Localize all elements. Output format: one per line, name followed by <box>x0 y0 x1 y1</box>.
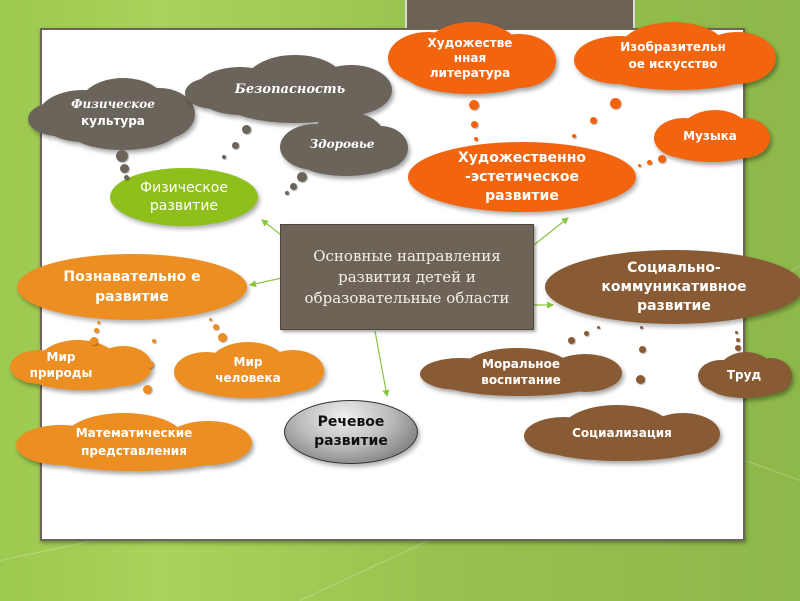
thought-bubble-dot <box>735 331 738 334</box>
thought-bubble-dot <box>242 125 251 134</box>
cloud-shape <box>568 22 778 90</box>
thought-bubble-dot <box>469 100 479 110</box>
cloud-nature-world: Мир природы <box>8 340 154 390</box>
center-topic-box: Основные направления развития детей и об… <box>280 224 534 330</box>
cloud-human-world: Мир человека <box>172 342 324 398</box>
thought-bubble-dot <box>736 338 740 342</box>
cloud-label: Безопасность <box>234 81 346 97</box>
background-line <box>744 460 800 489</box>
thought-bubble-dot <box>222 155 226 159</box>
thought-bubble-dot <box>638 164 641 167</box>
thought-bubble-dot <box>658 155 666 163</box>
thought-bubble-dot <box>610 98 621 109</box>
thought-bubble-dot <box>90 337 98 345</box>
cloud-label: Математические представления <box>75 426 193 458</box>
thought-bubble-dot <box>640 326 643 329</box>
cloud-label: Изобразительн ое искусство <box>620 40 726 71</box>
thought-bubble-dot <box>147 361 154 368</box>
cloud-shape <box>650 110 770 162</box>
cloud-literature: Художестве нная литература <box>382 22 558 94</box>
speech-development-title: Речевое развитие <box>314 414 388 449</box>
speech-development-node: Речевое развитие <box>284 400 418 464</box>
cognitive-development-title: Познавательно е развитие <box>63 269 201 305</box>
thought-bubble-dot <box>213 324 219 330</box>
cloud-shape <box>28 74 198 152</box>
cloud-health: Здоровье <box>276 112 408 176</box>
thought-bubble-dot <box>94 328 99 333</box>
cloud-label: Художестве нная литература <box>427 35 513 80</box>
thought-bubble-dot <box>735 345 741 351</box>
cloud-label: Физическое <box>71 97 155 111</box>
thought-bubble-dot <box>474 137 478 141</box>
cloud-socialization: Социализация <box>522 405 722 461</box>
physical-development-title: Физическое развитие <box>140 180 228 214</box>
social-development-node: Социально- коммуникативное развитие <box>545 250 800 324</box>
social-development-title: Социально- коммуникативное развитие <box>601 259 747 314</box>
cloud-shape <box>522 405 722 461</box>
thought-bubble-dot <box>152 339 156 343</box>
cloud-label: Мир человека <box>215 355 281 385</box>
thought-bubble-dot <box>584 331 589 336</box>
cloud-fine-art: Изобразительн ое искусство <box>568 22 778 90</box>
cloud-label: Моральное воспитание <box>481 357 561 387</box>
thought-bubble-dot <box>232 142 239 149</box>
cloud-safety: Безопасность <box>185 55 395 123</box>
thought-bubble-dot <box>143 385 152 394</box>
cloud-shape <box>382 22 558 94</box>
cloud-label: Мир природы <box>29 350 93 380</box>
cloud-shape <box>8 340 154 390</box>
thought-bubble-dot <box>297 172 307 182</box>
artistic-development-title: Художественно -эстетическое развитие <box>457 149 586 204</box>
thought-bubble-dot <box>218 333 227 342</box>
cloud-physical-culture: Физическое культура <box>28 74 198 152</box>
cloud-shape <box>14 413 254 471</box>
cloud-label: Труд <box>726 367 762 382</box>
thought-bubble-dot <box>471 121 478 128</box>
thought-bubble-dot <box>120 164 129 173</box>
center-topic-text: Основные направления развития детей и об… <box>304 246 510 307</box>
cognitive-development-node: Познавательно е развитие <box>17 254 247 320</box>
thought-bubble-dot <box>285 191 289 195</box>
cloud-shape <box>696 352 792 398</box>
cloud-moral-education: Моральное воспитание <box>418 348 624 396</box>
thought-bubble-dot <box>572 134 576 138</box>
thought-bubble-dot <box>647 160 652 165</box>
cloud-shape <box>418 348 624 396</box>
cloud-math: Математические представления <box>14 413 254 471</box>
thought-bubble-dot <box>568 337 575 344</box>
physical-development-node: Физическое развитие <box>110 168 258 226</box>
thought-bubble-dot <box>124 175 129 180</box>
thought-bubble-dot <box>597 326 600 329</box>
cloud-shape <box>172 342 324 398</box>
cloud-labor: Труд <box>696 352 792 398</box>
cloud-shape <box>276 112 408 176</box>
cloud-label: Музыка <box>683 128 737 143</box>
thought-bubble-dot <box>290 183 297 190</box>
thought-bubble-dot <box>116 150 128 162</box>
cloud-music: Музыка <box>650 110 770 162</box>
cloud-shape <box>185 55 395 123</box>
thought-bubble-dot <box>590 117 597 124</box>
thought-bubble-dot <box>639 346 646 353</box>
thought-bubble-dot <box>97 321 100 324</box>
artistic-development-node: Художественно -эстетическое развитие <box>408 142 636 212</box>
thought-bubble-dot <box>209 318 212 321</box>
cloud-label: Социализация <box>572 425 672 440</box>
cloud-label: Здоровье <box>309 136 375 151</box>
thought-bubble-dot <box>636 375 645 384</box>
cloud-label: культура <box>81 114 145 128</box>
